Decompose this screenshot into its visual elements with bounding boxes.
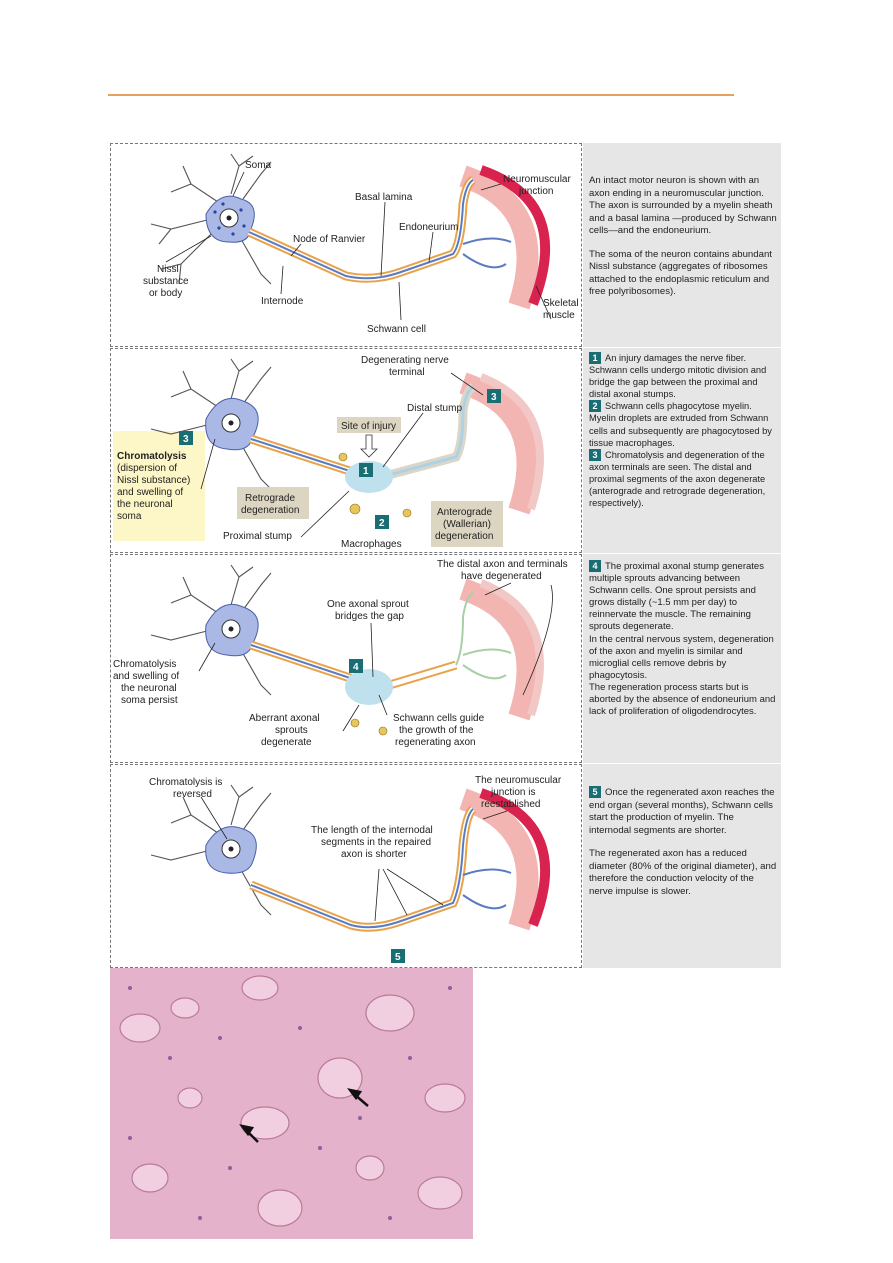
label-chrom-line6: soma	[117, 511, 142, 522]
side-restored-text1: Once the regenerated axon reaches the en…	[589, 787, 775, 836]
regeneration-diagram: 4 The distal axon and terminals have deg…	[113, 559, 568, 748]
side-badge-3: 3	[589, 448, 601, 461]
label-soma: Soma	[245, 160, 272, 171]
label-chrom-persist-3: the neuronal	[121, 683, 177, 694]
label-distal-degenerated: The distal axon and terminals	[437, 559, 568, 570]
label-chrom-persist-4: soma persist	[121, 695, 178, 706]
label-terminal: terminal	[389, 367, 425, 378]
injury-diagram: 1 2 3 3 Degenerating nerve terminal Dist…	[113, 355, 544, 550]
side-badge-4: 4	[589, 560, 601, 572]
panel-restored: 5 Chromatolysis is reversed The neuromus…	[110, 764, 582, 968]
label-chrom-line2: (dispersion of	[117, 463, 177, 474]
label-one-sprout: One axonal sprout	[327, 599, 409, 610]
label-proximal-stump: Proximal stump	[223, 531, 292, 542]
badge-4: 4	[353, 662, 359, 673]
label-repaired-segments: segments in the repaired	[321, 837, 431, 848]
label-have-degenerated: have degenerated	[461, 571, 542, 582]
label-chrom-persist-2: and swelling of	[113, 671, 179, 682]
side-injury-text-2: Schwann cells phagocytose myelin. Myelin…	[589, 401, 772, 448]
panel-injury: 1 2 3 3 Degenerating nerve terminal Dist…	[110, 348, 582, 553]
histology-image	[110, 968, 473, 1239]
panel-regeneration: 4 The distal axon and terminals have deg…	[110, 554, 582, 763]
label-internodal-length: The length of the internodal	[311, 825, 433, 836]
label-chrom-line3: Nissl substance)	[117, 475, 190, 486]
label-schwann-guide: Schwann cells guide	[393, 713, 485, 724]
label-axon-shorter: axon is shorter	[341, 849, 407, 860]
label-nissl: Nissl	[157, 264, 179, 275]
side-injury-text-1: An injury damages the nerve fiber. Schwa…	[589, 353, 767, 400]
label-reestablished: reestablished	[481, 799, 540, 810]
side-badge-2: 2	[589, 400, 601, 413]
header-rule	[108, 94, 734, 96]
intact-neuron-diagram: Soma Nissl substance or body Node of Ran…	[143, 153, 579, 335]
label-basal-lamina: Basal lamina	[355, 192, 413, 203]
label-retro-degeneration: degeneration	[241, 505, 299, 516]
badge-5: 5	[395, 952, 401, 963]
side-regen-p3: The regeneration process starts but is a…	[589, 681, 776, 718]
badge-2: 2	[379, 518, 385, 529]
label-endoneurium: Endoneurium	[399, 222, 458, 233]
badge-3-soma: 3	[183, 434, 189, 445]
label-degenerating: Degenerating nerve	[361, 355, 449, 366]
label-retrograde: Retrograde	[245, 493, 295, 504]
side-intact-p2: The soma of the neuron contains abundant…	[589, 248, 772, 298]
label-aber-degenerate: degenerate	[261, 737, 312, 748]
label-anterograde: Anterograde	[437, 507, 492, 518]
badge-1: 1	[363, 466, 369, 477]
label-bridges-gap: bridges the gap	[335, 611, 404, 622]
label-chrom-persist: Chromatolysis	[113, 659, 176, 670]
label-growth-of: the growth of the	[399, 725, 474, 736]
side-text-intact: An intact motor neuron is shown with an …	[583, 143, 781, 347]
side-injury-text-3: Chromatolysis and degeneration of the ax…	[589, 449, 766, 509]
badge-3-terminal: 3	[491, 392, 497, 403]
label-skeletal: Skeletal	[543, 298, 579, 309]
label-regen-axon: regenerating axon	[395, 737, 476, 748]
label-reversed: reversed	[173, 789, 212, 800]
histology-micrograph	[110, 968, 473, 1239]
label-junction-is: junction is	[490, 787, 535, 798]
side-intact-p1: An intact motor neuron is shown with an …	[589, 175, 777, 236]
side-badge-1: 1	[589, 352, 601, 364]
label-site-of-injury: Site of injury	[341, 421, 396, 432]
restored-diagram: 5 Chromatolysis is reversed The neuromus…	[149, 775, 562, 963]
label-sprouts: sprouts	[275, 725, 308, 736]
label-neuromuscular: Neuromuscular	[503, 174, 571, 185]
label-internode: Internode	[261, 296, 304, 307]
label-chrom-line5: the neuronal	[117, 499, 173, 510]
label-muscle: muscle	[543, 310, 575, 321]
label-chrom-reversed: Chromatolysis is	[149, 777, 222, 788]
panel-intact-neuron: Soma Nissl substance or body Node of Ran…	[110, 143, 582, 347]
label-antero-degeneration: degeneration	[435, 531, 493, 542]
label-aberrant: Aberrant axonal	[249, 713, 320, 724]
side-regen-text1: The proximal axonal stump generates mult…	[589, 561, 764, 633]
label-schwann-cell: Schwann cell	[367, 324, 426, 335]
label-nissl-body: or body	[149, 288, 182, 299]
label-nissl-substance: substance	[143, 276, 189, 287]
side-restored-p2: The regenerated axon has a reduced diame…	[589, 848, 777, 897]
label-chromatolysis: Chromatolysis	[117, 451, 187, 462]
label-macrophages: Macrophages	[341, 539, 402, 550]
label-junction: junction	[518, 186, 553, 197]
label-chrom-line4: and swelling of	[117, 487, 183, 498]
label-distal-stump: Distal stump	[407, 403, 462, 414]
side-regen-p2: In the central nervous system, degenerat…	[589, 633, 774, 681]
label-node-of-ranvier: Node of Ranvier	[293, 234, 366, 245]
label-nmj-restored: The neuromuscular	[475, 775, 562, 786]
side-badge-5: 5	[589, 786, 601, 798]
label-wallerian: (Wallerian)	[443, 519, 491, 530]
